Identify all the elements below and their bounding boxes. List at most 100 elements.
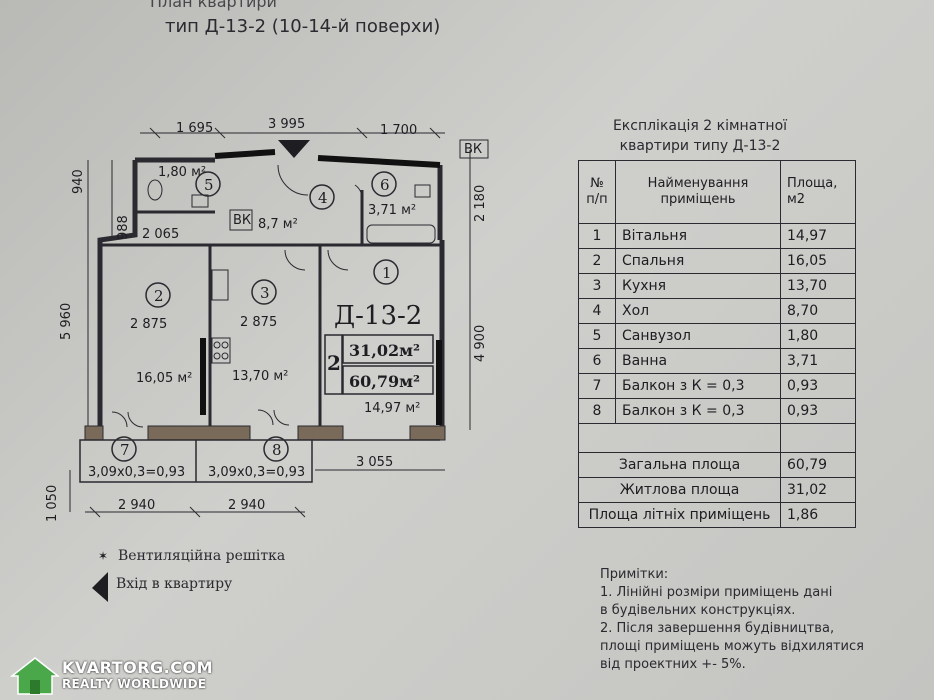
room-6-number: 6 bbox=[380, 176, 390, 194]
dim-right-2180: 2 180 bbox=[473, 185, 488, 222]
header-num: № п/п bbox=[578, 160, 616, 224]
row-name: Санвузол bbox=[615, 323, 781, 349]
header-area: Площа, м2 bbox=[780, 160, 856, 224]
room-6-area: 3,71 м² bbox=[368, 203, 416, 218]
entry-legend-icon bbox=[92, 572, 108, 602]
total-area: 60,79м² bbox=[349, 372, 420, 391]
room-3-number: 3 bbox=[260, 284, 270, 302]
row-num: 1 bbox=[578, 223, 616, 249]
row-name: Ванна bbox=[615, 348, 781, 374]
dim-right-4900: 4 900 bbox=[473, 325, 488, 362]
header-name: Найменування приміщень bbox=[615, 160, 781, 224]
dim-top-1: 1 695 bbox=[176, 121, 213, 136]
table-row: 6 Ванна 3,71 bbox=[578, 348, 856, 374]
table-row: 1 Вітальня 14,97 bbox=[578, 223, 856, 249]
table-row: 2 Спальня 16,05 bbox=[578, 248, 856, 274]
row-name: Вітальня bbox=[615, 223, 781, 249]
table-total-row: Житлова площа 31,02 bbox=[578, 477, 856, 503]
notes: Примітки: 1. Лінійні розміри приміщень д… bbox=[600, 566, 864, 674]
total-value: 1,86 bbox=[780, 502, 856, 528]
dim-inner-3055: 3 055 bbox=[356, 455, 393, 470]
row-name: Хол bbox=[615, 298, 781, 324]
room-4-area: 8,7 м² bbox=[258, 217, 298, 232]
table-total-row: Площа літніх приміщень 1,86 bbox=[578, 502, 856, 528]
note-2c: від проектних +- 5%. bbox=[600, 657, 746, 672]
legend-entry: Вхід в квартиру bbox=[116, 576, 233, 592]
explication-title: Експлікація 2 кімнатної квартири типу Д-… bbox=[600, 116, 800, 156]
room-3-area: 13,70 м² bbox=[232, 369, 288, 384]
row-name: Кухня bbox=[615, 273, 781, 299]
note-1b: в будівельних конструкціях. bbox=[600, 603, 796, 618]
dim-left-940: 940 bbox=[71, 169, 86, 194]
table-header-row: № п/п Найменування приміщень Площа, м2 bbox=[578, 160, 856, 224]
room-8-number: 8 bbox=[272, 441, 282, 459]
row-num: 8 bbox=[578, 398, 616, 424]
entry-door-arc bbox=[277, 164, 309, 196]
room-5-area: 1,80 м² bbox=[158, 165, 206, 180]
row-num: 2 bbox=[578, 248, 616, 274]
apt-code: Д-13-2 bbox=[334, 301, 422, 331]
note-2b: площі приміщень можуть відхилятися bbox=[600, 639, 864, 654]
room-7-number: 7 bbox=[120, 441, 130, 459]
room-1-area: 14,97 м² bbox=[364, 401, 420, 416]
row-area: 13,70 bbox=[780, 273, 856, 299]
wall-thick-top1 bbox=[214, 149, 276, 159]
total-value: 31,02 bbox=[780, 477, 856, 503]
row-num: 6 bbox=[578, 348, 616, 374]
header-line2: тип Д-13-2 (10-14-й поверхи) bbox=[165, 16, 441, 37]
room-2-area: 16,05 м² bbox=[136, 371, 192, 386]
table-row: 4 Хол 8,70 bbox=[578, 298, 856, 324]
wall-left bbox=[97, 160, 138, 430]
notes-title: Примітки: bbox=[600, 567, 669, 582]
explication-table: № п/п Найменування приміщень Площа, м2 1… bbox=[578, 160, 856, 528]
room-8-area: 3,09х0,3=0,93 bbox=[208, 465, 305, 480]
note-1a: 1. Лінійні розміри приміщень дані bbox=[600, 585, 833, 600]
row-area: 1,80 bbox=[780, 323, 856, 349]
row-area: 8,70 bbox=[780, 298, 856, 324]
explication-title-2: квартири типу Д-13-2 bbox=[619, 138, 781, 154]
header-line1: План квартири bbox=[150, 0, 277, 11]
vk-label-1: ВК bbox=[233, 213, 251, 228]
table-row: 7 Балкон з К = 0,3 0,93 bbox=[578, 373, 856, 399]
table-row: 3 Кухня 13,70 bbox=[578, 273, 856, 299]
vent-icon: ✶ bbox=[98, 549, 108, 563]
row-area: 0,93 bbox=[780, 373, 856, 399]
vk-label-2: ВК bbox=[464, 142, 482, 157]
room-2-number: 2 bbox=[154, 287, 164, 305]
dim-top-3: 1 700 bbox=[380, 123, 417, 138]
table-row: 5 Санвузол 1,80 bbox=[578, 323, 856, 349]
explication-title-1: Експлікація 2 кімнатної bbox=[612, 118, 788, 134]
dim-left-988: 988 bbox=[116, 215, 131, 240]
total-label: Житлова площа bbox=[578, 477, 781, 503]
room-7-area: 3,09х0,3=0,93 bbox=[88, 465, 185, 480]
row-num: 5 bbox=[578, 323, 616, 349]
living-area: 31,02м² bbox=[349, 341, 420, 360]
room-1-number: 1 bbox=[382, 264, 392, 282]
row-num: 4 bbox=[578, 298, 616, 324]
row-area: 14,97 bbox=[780, 223, 856, 249]
total-label: Площа літніх приміщень bbox=[578, 502, 781, 528]
row-num: 7 bbox=[578, 373, 616, 399]
rooms-count: 2 bbox=[327, 351, 341, 375]
row-name: Спальня bbox=[615, 248, 781, 274]
row-name: Балкон з К = 0,3 bbox=[615, 373, 781, 399]
table-spacer-row bbox=[578, 423, 856, 453]
table-total-row: Загальна площа 60,79 bbox=[578, 452, 856, 478]
watermark-line2: REALTY WORLDWIDE bbox=[62, 677, 207, 691]
note-2a: 2. Після завершення будівництва, bbox=[600, 621, 835, 636]
row-area: 16,05 bbox=[780, 248, 856, 274]
room-4-number: 4 bbox=[318, 189, 328, 207]
row-num: 3 bbox=[578, 273, 616, 299]
dim-1050: 1 050 bbox=[45, 485, 60, 522]
total-value: 60,79 bbox=[780, 452, 856, 478]
dim-bottom-1: 2 940 bbox=[118, 498, 155, 513]
table-row: 8 Балкон з К = 0,3 0,93 bbox=[578, 398, 856, 424]
row-area: 0,93 bbox=[780, 398, 856, 424]
row-name: Балкон з К = 0,3 bbox=[615, 398, 781, 424]
room-5-number: 5 bbox=[204, 176, 214, 194]
watermark-text: KVARTORG.COM REALTY WORLDWIDE bbox=[62, 658, 213, 691]
dim-bottom-2: 2 940 bbox=[228, 498, 265, 513]
dim-left-5960: 5 960 bbox=[59, 303, 74, 340]
total-label: Загальна площа bbox=[578, 452, 781, 478]
